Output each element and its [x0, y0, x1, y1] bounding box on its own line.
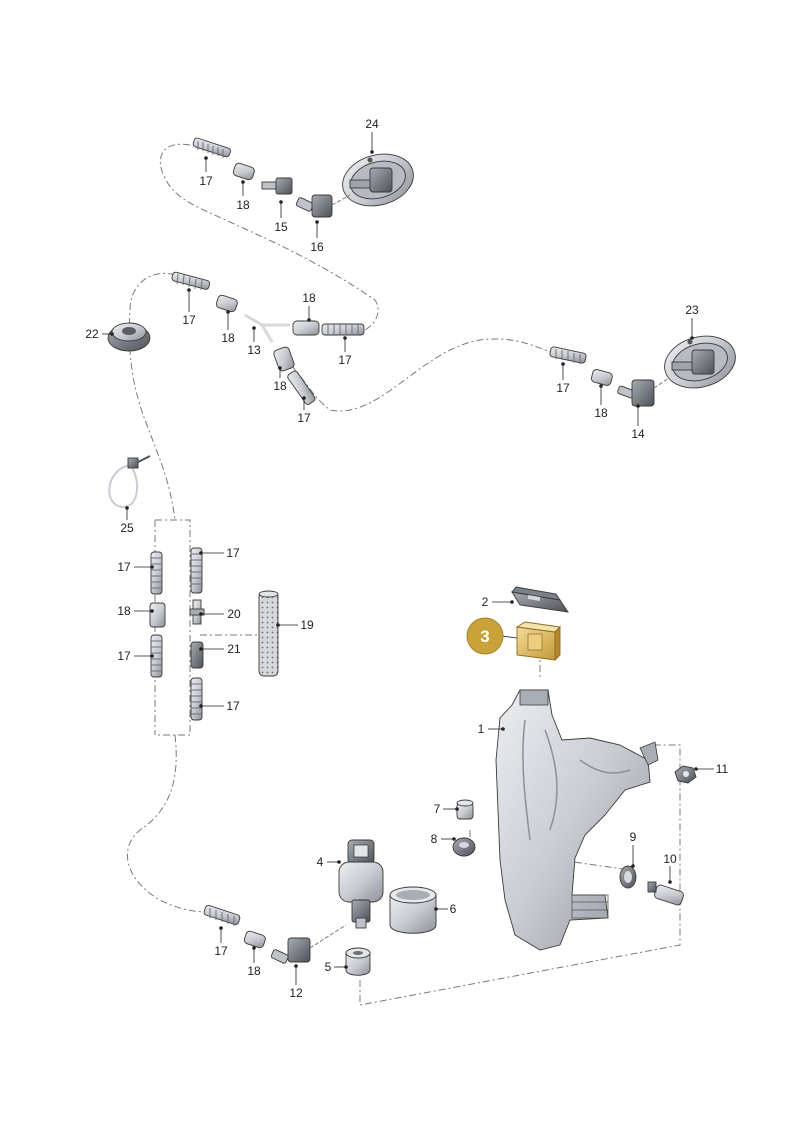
corrugated-hose-icon [171, 271, 211, 291]
corrugated-hose-icon [321, 323, 365, 336]
corrugated-hose-icon [150, 551, 163, 595]
check-valve-icon [261, 177, 293, 195]
hose-sleeve-icon [590, 369, 613, 386]
callout-18: 18 [221, 331, 235, 345]
corrugated-hose-icon [549, 346, 587, 364]
callout-18: 18 [302, 291, 316, 305]
hose-sleeve-icon [232, 162, 255, 181]
corrugated-hose-icon [192, 137, 231, 158]
callout-18: 18 [236, 198, 250, 212]
callout-20: 20 [227, 607, 241, 621]
elbow-connector-icon [617, 375, 673, 407]
hose-connector-icon [190, 641, 204, 669]
seal-ring-icon [619, 865, 637, 889]
callout-17: 17 [226, 546, 240, 560]
level-sensor-icon [647, 881, 684, 906]
washer-reservoir-icon[interactable] [495, 689, 659, 951]
callout-9: 9 [630, 830, 637, 844]
callout-17: 17 [199, 174, 213, 188]
callout-4: 4 [317, 855, 324, 869]
callout-21: 21 [227, 642, 241, 656]
callout-16: 16 [310, 240, 324, 254]
elbow-connector-icon [295, 194, 351, 218]
pump-sleeve-icon [389, 886, 437, 934]
straight-connector-icon [189, 599, 205, 625]
callout-17: 17 [338, 353, 352, 367]
reservoir-cap-icon[interactable] [511, 586, 569, 613]
callout-18: 18 [273, 379, 287, 393]
callout-12: 12 [289, 986, 303, 1000]
filler-bracket-icon[interactable] [515, 621, 561, 662]
hose-sleeve-icon [149, 602, 166, 628]
callout-11: 11 [716, 762, 729, 776]
callout-7: 7 [434, 802, 441, 816]
spray-jet-icon[interactable] [659, 329, 741, 396]
insulating-tube-icon [258, 590, 279, 677]
callout-5: 5 [325, 960, 332, 974]
callout-17: 17 [117, 649, 131, 663]
callout-17: 17 [117, 560, 131, 574]
callout-15: 15 [274, 220, 288, 234]
callout-17: 17 [214, 944, 228, 958]
callout-23: 23 [685, 303, 699, 317]
callout-14: 14 [631, 427, 645, 441]
callout-13: 13 [247, 343, 261, 357]
y-connector-icon [244, 313, 290, 343]
callout-25: 25 [120, 521, 134, 535]
highlighted-callout-3[interactable]: 3 [466, 617, 504, 655]
spray-jet-icon[interactable] [337, 147, 419, 214]
grommet-icon [452, 837, 476, 857]
grommet-icon [456, 799, 474, 820]
callouts: 24 17 18 15 16 23 17 18 13 18 17 18 17 2… [85, 117, 728, 1000]
corrugated-hose-icon [287, 370, 316, 405]
callout-18: 18 [594, 406, 608, 420]
callout-17: 17 [556, 381, 570, 395]
callout-19: 19 [300, 618, 314, 632]
hose-sleeve-icon [292, 320, 320, 336]
callout-2: 2 [482, 595, 489, 609]
leader-lines [102, 132, 714, 985]
grommet-icon [107, 322, 151, 352]
corrugated-hose-icon [190, 677, 203, 721]
washer-pump-icon[interactable] [338, 839, 384, 929]
callout-1: 1 [478, 722, 485, 736]
corrugated-hose-icon [190, 547, 203, 594]
callout-6: 6 [450, 902, 457, 916]
callout-24: 24 [365, 117, 379, 131]
callout-10: 10 [663, 852, 677, 866]
callout-17: 17 [182, 313, 196, 327]
hose-routing [126, 143, 681, 1006]
callout-22: 22 [85, 327, 99, 341]
callout-18: 18 [117, 604, 131, 618]
callout-18: 18 [247, 964, 261, 978]
hose-sleeve-icon [215, 294, 238, 313]
callout-8: 8 [431, 832, 438, 846]
callout-17: 17 [297, 411, 311, 425]
callout-17: 17 [226, 699, 240, 713]
callout-3: 3 [480, 627, 489, 646]
cable-tie-icon [108, 455, 151, 509]
hose-sleeve-icon [243, 930, 266, 949]
elbow-connector-icon [270, 924, 347, 964]
pump-nozzle-icon [345, 947, 371, 976]
corrugated-hose-icon [150, 634, 163, 678]
corrugated-hose-icon [203, 905, 241, 926]
hose-sleeve-icon [273, 346, 295, 372]
nut-icon [674, 765, 697, 784]
